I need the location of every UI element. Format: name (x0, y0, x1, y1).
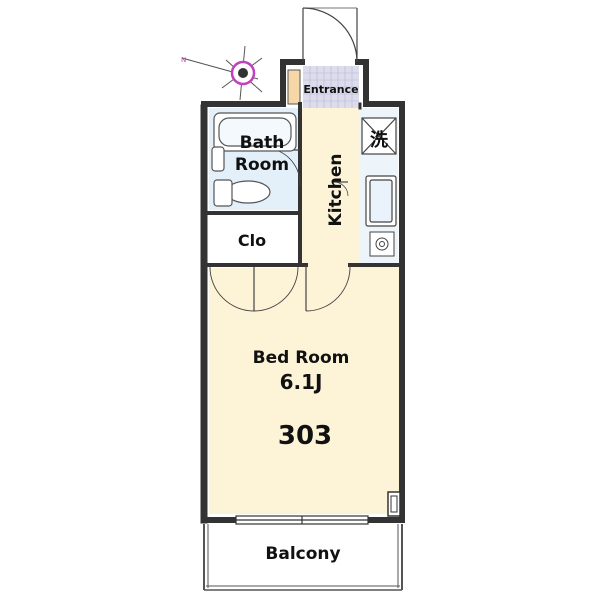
washing-machine (361, 117, 397, 155)
room-label: Room (235, 155, 289, 175)
stove (369, 231, 395, 257)
entrance-tiles (303, 66, 359, 108)
kitchen-label: Kitchen (326, 154, 346, 227)
compass-icon: N (181, 45, 263, 101)
laundry-symbol: 洗 (370, 129, 388, 151)
closet-floor (209, 218, 297, 260)
washbasin (213, 179, 233, 207)
walls (200, 59, 405, 524)
balcony-label: Balcony (265, 544, 340, 564)
doors (209, 7, 358, 312)
bathtub (213, 112, 297, 152)
duct-inner (390, 495, 398, 513)
bedroom-size: 6.1J (280, 370, 323, 394)
toilet (211, 146, 271, 204)
kitchen-floor (302, 108, 360, 270)
closet-label: Clo (238, 231, 266, 250)
svg-text:N: N (181, 56, 186, 64)
unit-number: 303 (278, 421, 332, 451)
balcony (203, 524, 403, 591)
entrance-label: Entrance (303, 83, 358, 96)
sink (365, 175, 397, 227)
bedroom-label: Bed Room (253, 348, 350, 368)
shoe-cabinet (287, 69, 301, 105)
balcony-window (235, 515, 369, 525)
bath-label: Bath (240, 133, 285, 153)
